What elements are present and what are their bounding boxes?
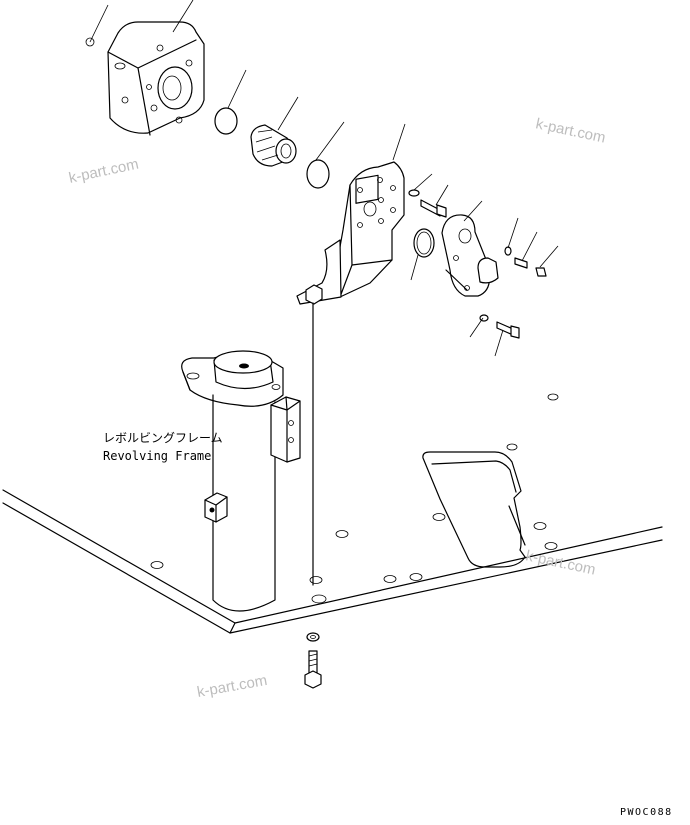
watermark-1: k-part.com <box>67 156 140 187</box>
frame-bolt <box>304 302 322 689</box>
frame-label-en: Revolving Frame <box>103 449 211 463</box>
mounting-bracket <box>296 161 405 305</box>
frame-label-jp: レボルビングフレーム <box>103 431 223 445</box>
seal-parts <box>214 107 435 258</box>
figure-code: PWOC088 <box>620 807 673 818</box>
watermark-2: k-part.com <box>534 115 607 146</box>
side-bracket-assembly <box>85 37 547 339</box>
valve-block <box>107 21 205 136</box>
revolving-frame-plate <box>2 393 663 634</box>
swivel-post <box>181 350 301 612</box>
watermark-3: k-part.com <box>524 547 597 578</box>
leader-lines <box>89 0 559 357</box>
frame-cutout <box>422 451 526 568</box>
watermark-4: k-part.com <box>196 672 269 701</box>
